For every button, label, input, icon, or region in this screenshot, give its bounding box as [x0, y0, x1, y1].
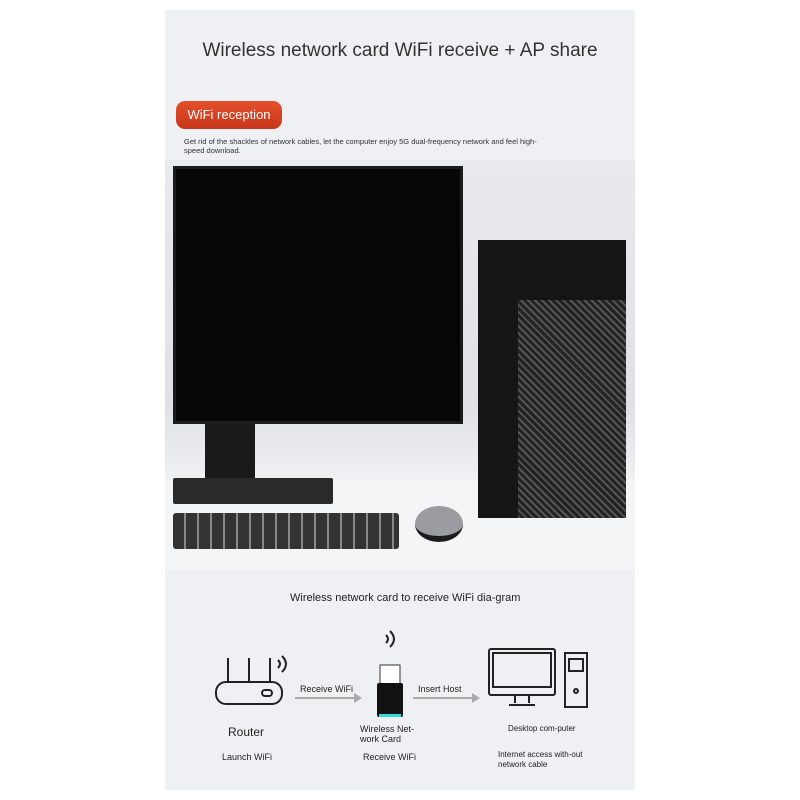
computer-caption: Internet access with-out network cable	[498, 750, 583, 769]
router-caption: Launch WiFi	[222, 752, 273, 762]
keyboard	[173, 513, 399, 549]
mouse	[415, 506, 463, 542]
computer-name: Desktop com-puter	[508, 724, 576, 733]
page-title: Wireless network card WiFi receive + AP …	[202, 40, 598, 61]
pc-tower	[478, 240, 626, 518]
feature-description: Get rid of the shackles of network cable…	[184, 137, 537, 155]
card-caption: Receive WiFi	[363, 752, 417, 762]
usb-adapter-icon	[377, 630, 403, 717]
router-icon	[215, 655, 287, 705]
product-photo	[165, 160, 635, 570]
arrow-label-receive-wifi: Receive WiFi	[300, 684, 354, 694]
arrow-insert-host	[413, 693, 480, 703]
tower-mesh	[518, 300, 626, 518]
router-name: Router	[228, 725, 265, 739]
monitor-stand	[205, 422, 255, 482]
arrow-receive-wifi	[295, 693, 362, 703]
wifi-reception-badge: WiFi reception	[176, 101, 282, 129]
monitor-base	[173, 478, 333, 504]
desktop-computer-icon	[488, 648, 588, 708]
monitor	[173, 166, 463, 424]
card-name: Wireless Net-work Card	[360, 724, 415, 744]
arrow-label-insert-host: Insert Host	[418, 684, 462, 694]
diagram-title: Wireless network card to receive WiFi di…	[290, 592, 521, 604]
